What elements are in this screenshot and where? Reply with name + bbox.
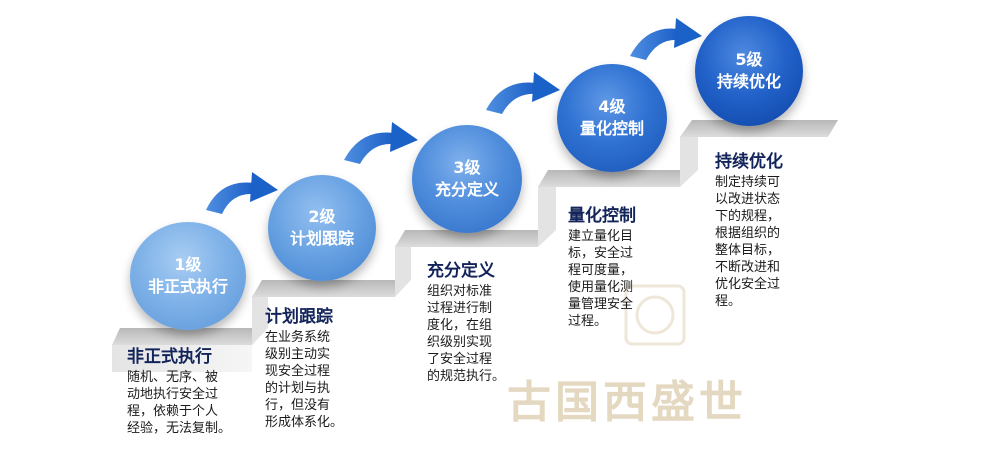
level-2-line: 形成体系化。 xyxy=(265,415,344,430)
level-5-line: 下的规程， xyxy=(715,209,781,224)
level-3-title: 充分定义 xyxy=(427,261,495,281)
level-3-name: 充分定义 xyxy=(434,180,499,199)
level-1-name: 非正式执行 xyxy=(147,277,228,296)
level-5-circle: 5级 持续优化 xyxy=(695,16,803,126)
level-4-circle: 4级 量化控制 xyxy=(557,64,667,172)
level-2-line: 在业务系统 xyxy=(265,330,331,345)
level-2-line: 级别主动实 xyxy=(265,347,331,362)
step-1-riser xyxy=(112,345,252,372)
level-2-title: 计划跟踪 xyxy=(265,307,333,327)
level-1-circle: 1级 非正式执行 xyxy=(130,222,246,330)
level-5-line: 程。 xyxy=(715,294,742,309)
level-3-description: 充分定义 组织对标准 过程进行制 度化，在组 织级别实现 了安全过程 的规范执行… xyxy=(427,259,505,385)
level-5-number: 5级 xyxy=(735,50,763,69)
level-5-line: 优化安全过 xyxy=(715,277,781,292)
level-4-name: 量化控制 xyxy=(579,119,644,138)
level-2-number: 2级 xyxy=(308,207,336,226)
level-2-line: 现安全过程 xyxy=(265,364,331,379)
level-4-line: 量管理安全 xyxy=(568,297,634,312)
level-1-line: 程，依赖于个人 xyxy=(127,404,219,419)
arrow-2-to-3 xyxy=(344,122,418,164)
level-4-line: 程可度量， xyxy=(568,263,634,278)
step-5-tread xyxy=(680,120,838,137)
level-1-line: 随机、无序、被 xyxy=(127,370,219,385)
level-1-line: 动地执行安全过 xyxy=(127,387,219,402)
level-3-line: 过程进行制 xyxy=(427,301,493,316)
seal-watermark xyxy=(624,284,686,346)
watermark-text: 古国西盛世 xyxy=(507,377,747,428)
step-2-tread xyxy=(252,280,405,297)
level-3-line: 度化，在组 xyxy=(427,318,493,333)
level-5-line: 以改进状态 xyxy=(715,192,781,207)
level-4-line: 过程。 xyxy=(568,314,608,329)
step-4-tread xyxy=(538,170,690,187)
level-2-circle: 2级 计划跟踪 xyxy=(268,175,376,281)
level-5-description: 持续优化 制定持续可 以改进状态 下的规程， 根据组织的 整体目标， 不断改进和… xyxy=(715,150,783,310)
step-3-tread xyxy=(395,230,548,247)
level-3-circle: 3级 充分定义 xyxy=(412,125,522,233)
level-5-line: 整体目标， xyxy=(715,243,781,258)
level-4-line: 标，安全过 xyxy=(568,246,634,261)
level-5-title: 持续优化 xyxy=(715,152,783,172)
step-1-tread xyxy=(112,328,262,345)
level-3-line: 组织对标准 xyxy=(427,284,493,299)
level-3-number: 3级 xyxy=(453,158,481,177)
level-5-line: 制定持续可 xyxy=(715,175,781,190)
level-3-line: 织级别实现 xyxy=(427,335,493,350)
arrow-4-to-5 xyxy=(630,18,702,60)
level-5-name: 持续优化 xyxy=(716,72,781,91)
level-4-line: 使用量化测 xyxy=(568,280,634,295)
level-5-line: 根据组织的 xyxy=(715,226,781,241)
level-1-number: 1级 xyxy=(174,255,202,274)
level-3-line: 了安全过程 xyxy=(427,352,493,367)
level-2-line: 行，但没有 xyxy=(265,398,331,413)
level-1-line: 经验，无法复制。 xyxy=(127,421,232,436)
level-4-description: 量化控制 建立量化目 标，安全过 程可度量， 使用量化测 量管理安全 过程。 xyxy=(568,204,636,330)
arrow-3-to-4 xyxy=(486,72,560,114)
level-4-number: 4级 xyxy=(598,97,626,116)
step-4-riser xyxy=(538,170,556,247)
level-2-name: 计划跟踪 xyxy=(289,229,354,248)
level-4-title: 量化控制 xyxy=(568,206,636,226)
level-3-line: 的规范执行。 xyxy=(427,369,506,384)
level-4-line: 建立量化目 xyxy=(568,229,634,244)
level-5-line: 不断改进和 xyxy=(715,260,781,275)
arrow-1-to-2 xyxy=(206,172,278,214)
level-1-description: 非正式执行 随机、无序、被 动地执行安全过 程，依赖于个人 经验，无法复制。 xyxy=(127,345,231,437)
level-2-line: 的计划与执 xyxy=(265,381,331,396)
level-2-description: 计划跟踪 在业务系统 级别主动实 现安全过程 的计划与执 行，但没有 形成体系化… xyxy=(265,305,343,431)
level-1-title: 非正式执行 xyxy=(127,347,212,367)
